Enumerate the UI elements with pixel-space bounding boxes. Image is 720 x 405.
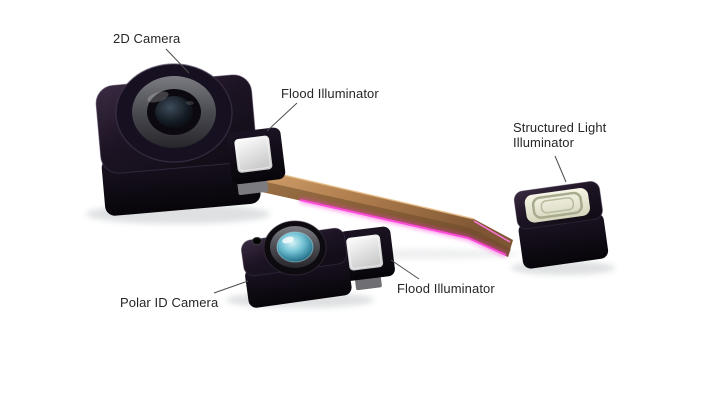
polar-id-camera-module [240,220,352,308]
flood-emitter-bottom [346,234,384,271]
cable-glow [299,197,511,258]
label-2d-camera: 2D Camera [113,31,181,46]
leader-lines [165,48,567,294]
label-flood-illuminator-bottom: Flood Illuminator [397,281,495,296]
leader-line-polar-id [213,280,249,294]
structured-light-emitter [524,188,590,223]
flood-illuminator-bottom-module [338,226,395,291]
structured-light-module [513,181,609,269]
leader-line-flood-top [266,102,298,132]
polar-id-lens [263,220,327,276]
leader-line-structured-light [554,155,567,183]
flood-emitter-top [234,135,273,173]
mounting-hole [252,237,262,245]
camera-2d-lens [115,63,233,163]
camera-2d-module [95,63,261,216]
leader-line-flood-bottom [390,259,420,280]
flex-cable [252,167,513,258]
flood-illuminator-top-module [226,127,286,196]
label-polar-id-camera: Polar ID Camera [120,295,219,310]
label-flood-illuminator-top: Flood Illuminator [281,86,379,101]
leader-line-2d-camera [165,48,190,74]
label-structured-light-illuminator: Structured Light Illuminator [513,120,607,151]
